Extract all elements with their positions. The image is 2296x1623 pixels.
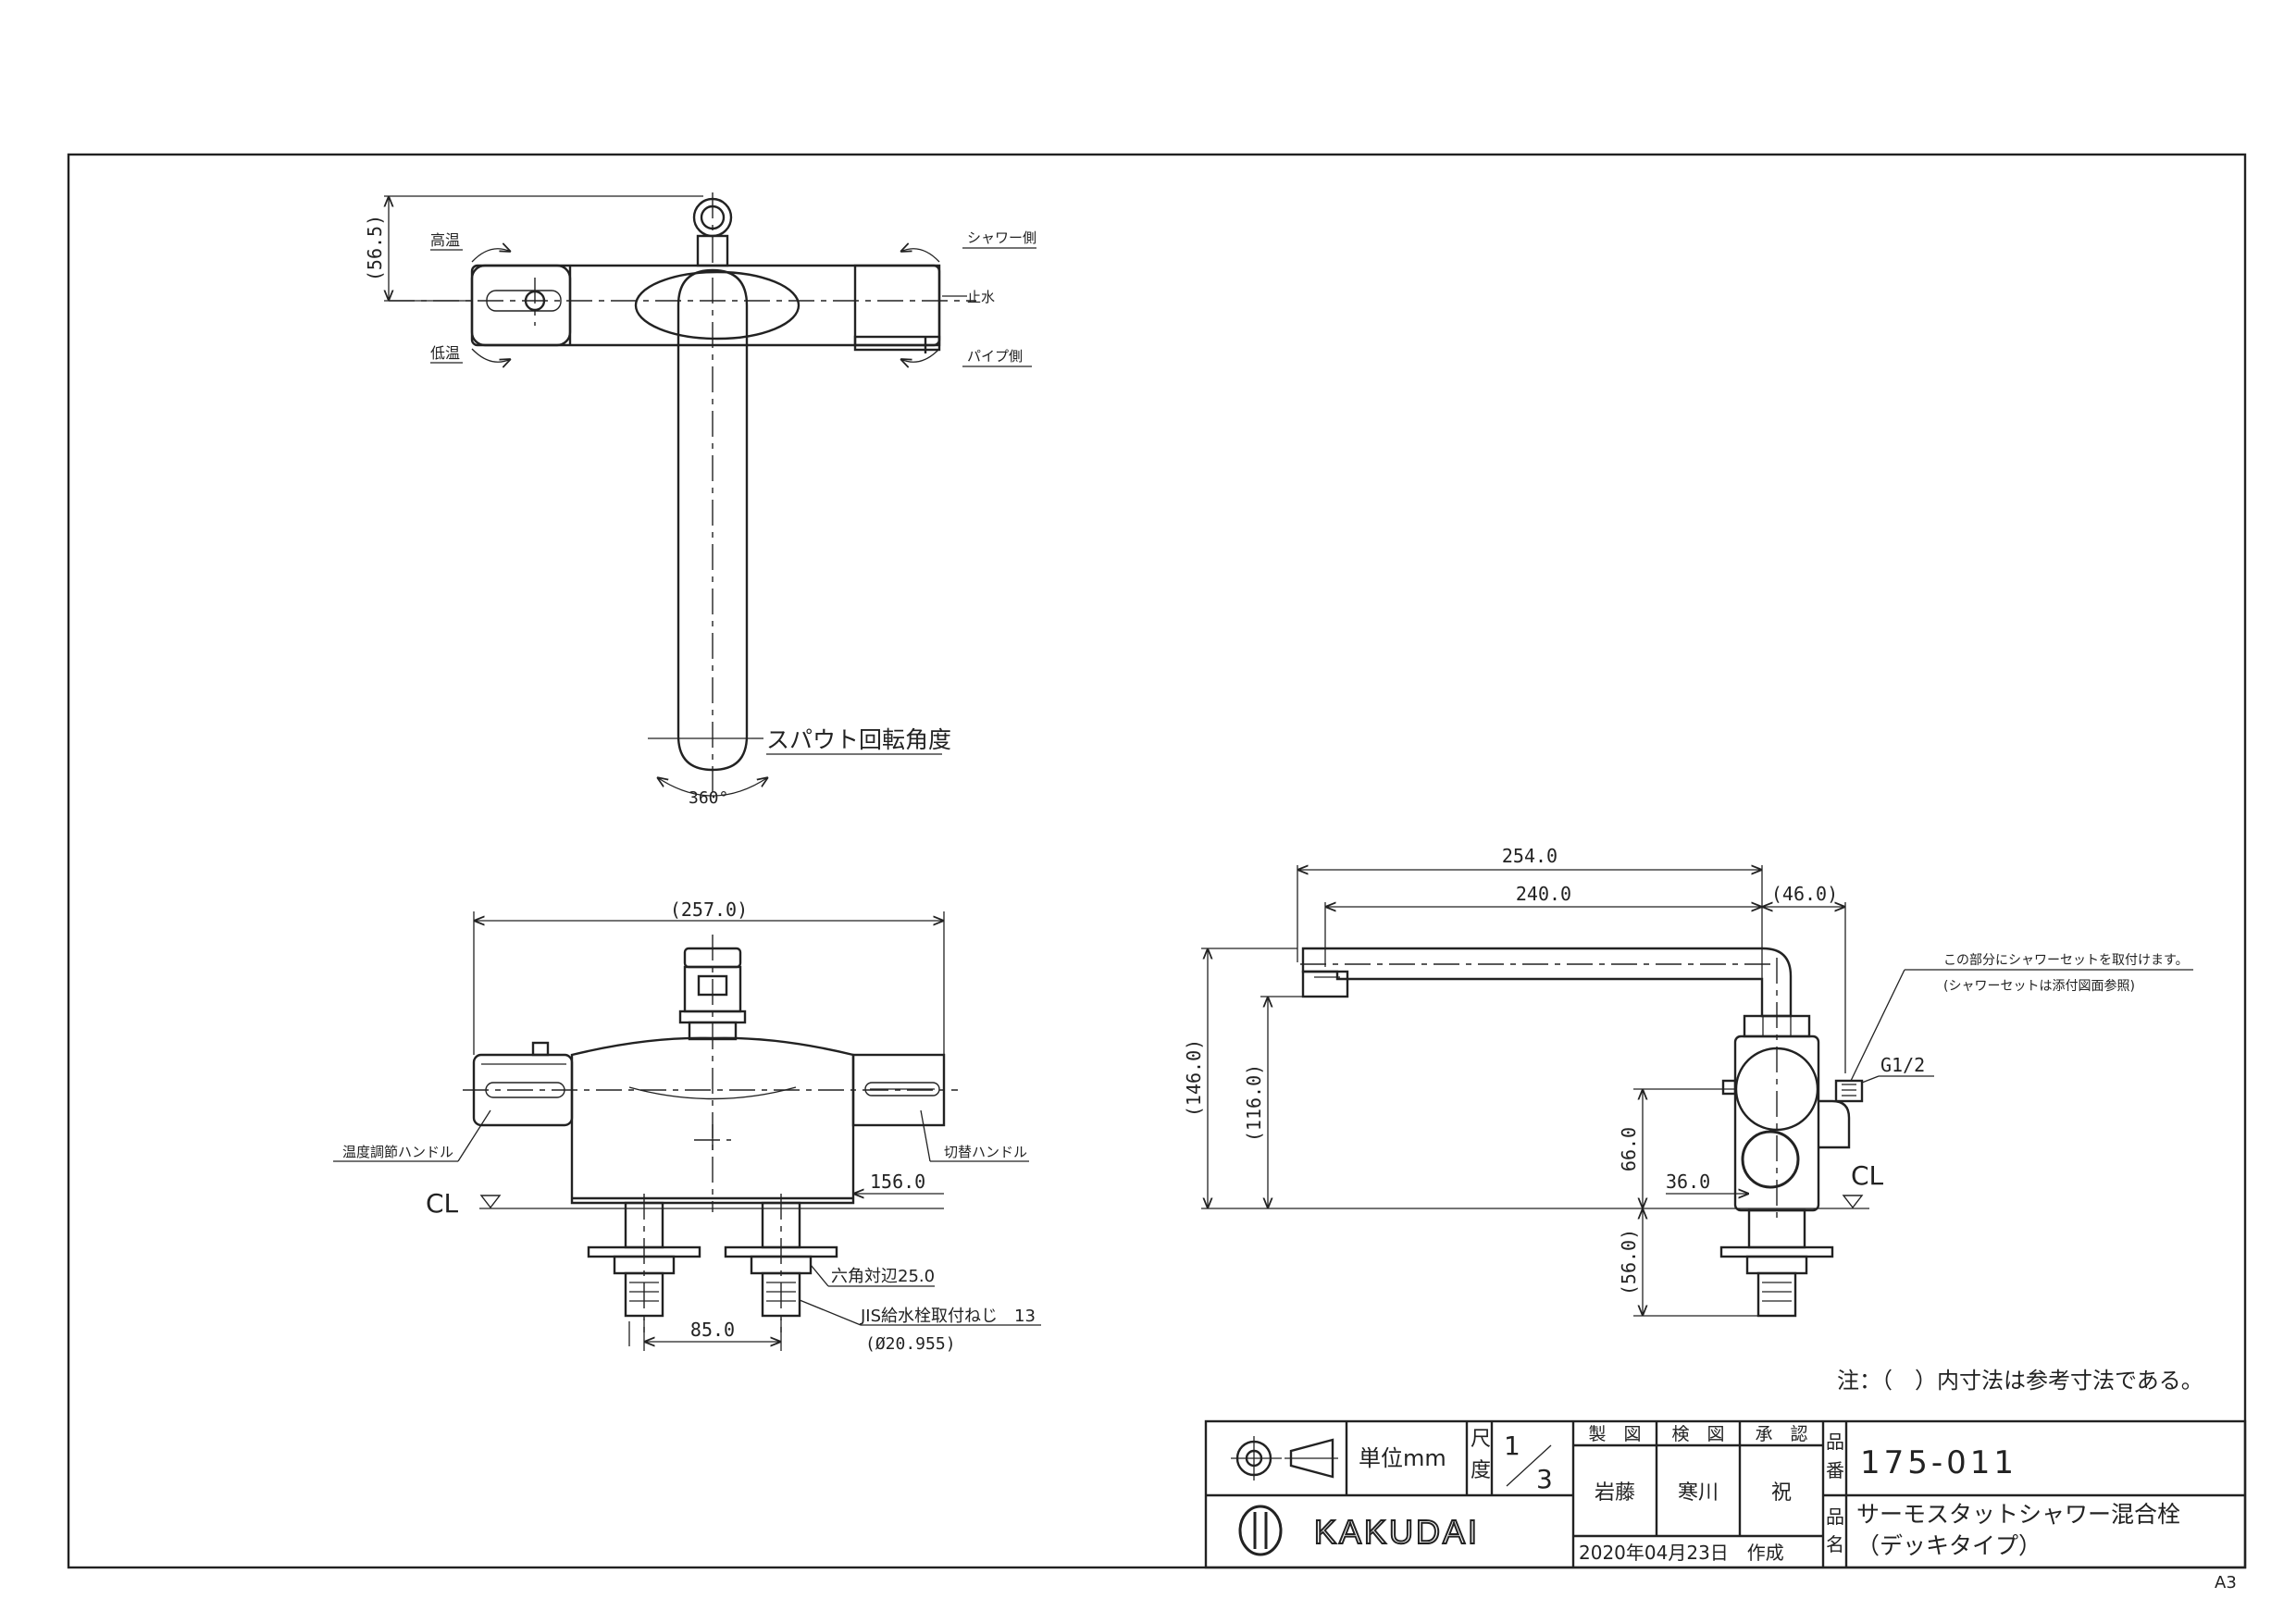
- label-shower-side: シャワー側: [967, 229, 1036, 246]
- dim-116: (116.0): [1243, 1064, 1265, 1142]
- sheet-size-label: A3: [2215, 1573, 2237, 1592]
- dim-85: 85.0: [690, 1319, 735, 1341]
- dim-257: (257.0): [670, 898, 748, 921]
- name-label-1: 品: [1826, 1505, 1844, 1528]
- dim-56: (56.0): [1618, 1229, 1640, 1295]
- dim-66: 66.0: [1618, 1127, 1640, 1171]
- part-no-label-1: 品: [1826, 1431, 1844, 1453]
- scale-denominator: 3: [1536, 1464, 1553, 1494]
- scale-numerator: 1: [1504, 1431, 1520, 1461]
- label-low-temp: 低温: [430, 344, 460, 362]
- dim-240: 240.0: [1516, 883, 1571, 905]
- dim-360: 360°: [689, 788, 728, 808]
- label-stop-water: 止水: [967, 289, 995, 305]
- scale-label-2: 度: [1471, 1459, 1491, 1482]
- dim-56-5: (56.5): [364, 215, 386, 281]
- note-shower-1: この部分にシャワーセットを取付けます。: [1943, 953, 2189, 968]
- label-pipe-side: パイプ側: [967, 348, 1023, 365]
- sheet-border: [67, 153, 2247, 1569]
- name-label-2: 名: [1826, 1533, 1844, 1555]
- product-name-1: サーモスタットシャワー混合栓: [1856, 1501, 2180, 1528]
- drawn-by: 岩藤: [1595, 1481, 1635, 1505]
- col-checked: 検 図: [1671, 1424, 1724, 1444]
- col-approved: 承 認: [1755, 1424, 1807, 1444]
- dim-156: 156.0: [870, 1171, 925, 1193]
- reference-dimension-note: 注：（ ）内寸法は参考寸法である。: [1837, 1368, 2203, 1394]
- label-switch-handle: 切替ハンドル: [944, 1144, 1027, 1160]
- label-cl-front: CL: [426, 1188, 459, 1219]
- side-view: 254.0 240.0 (46.0): [1183, 845, 2193, 1318]
- product-name-2: （デッキタイプ）: [1856, 1532, 2042, 1559]
- dim-146: (146.0): [1183, 1039, 1205, 1117]
- note-shower-2: (シャワーセットは添付図面参照): [1943, 978, 2135, 994]
- third-angle-projection-icon: [1231, 1436, 1338, 1481]
- label-temp-handle: 温度調節ハンドル: [342, 1144, 453, 1160]
- label-g12: G1/2: [1880, 1054, 1925, 1076]
- date-created: 2020年04月23日 作成: [1579, 1542, 1784, 1564]
- top-view: (56.5) 高温 低温 シャワー側 止水 パイプ側 スパウト回転角度 360°: [364, 192, 1036, 808]
- dim-254: 254.0: [1502, 845, 1558, 867]
- label-spout-rotation: スパウト回転角度: [766, 726, 951, 753]
- front-view: (257.0): [333, 898, 1041, 1354]
- brand-name: KAKUDAI: [1314, 1513, 1480, 1551]
- col-drawn: 製 図: [1588, 1424, 1641, 1444]
- approved-by: 祝: [1771, 1481, 1792, 1505]
- kakudai-logo-icon: [1238, 1505, 1283, 1556]
- label-hex: 六角対辺25.0: [831, 1267, 935, 1286]
- unit-label: 単位mm: [1359, 1445, 1446, 1471]
- label-cl-side: CL: [1851, 1160, 1884, 1191]
- part-no-label-2: 番: [1826, 1459, 1844, 1481]
- checked-by: 寒川: [1678, 1481, 1719, 1505]
- dim-36: 36.0: [1666, 1171, 1710, 1193]
- label-jis-dia: (Ø20.955): [865, 1334, 956, 1354]
- scale-label-1: 尺: [1471, 1428, 1491, 1451]
- label-jis: JIS給水栓取付ねじ 13: [860, 1307, 1036, 1326]
- dim-46: (46.0): [1771, 883, 1838, 905]
- label-high-temp: 高温: [430, 231, 460, 249]
- part-no: 175-011: [1860, 1444, 2017, 1481]
- title-block: 単位mm 尺 度 1 3 製 図 検 図 承 認 岩藤 寒川 祝 品 番 175…: [1204, 1419, 2247, 1569]
